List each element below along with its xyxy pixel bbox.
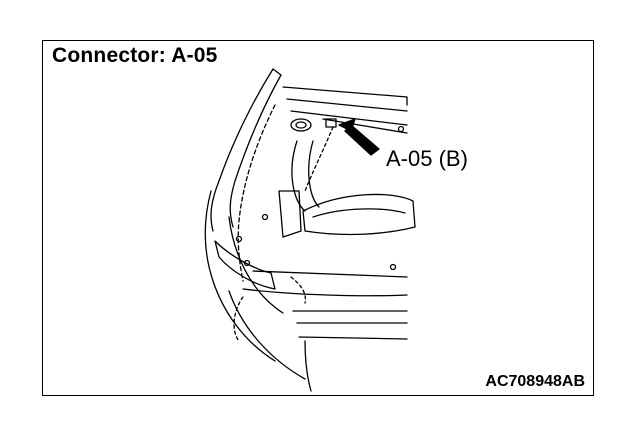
- strut-tower-inner: [295, 121, 307, 129]
- cowl-top: [282, 86, 408, 106]
- cowl-lower: [290, 110, 408, 126]
- wiring-harness-2: [304, 126, 334, 192]
- hood-rim: [272, 68, 282, 76]
- connector-a05: [325, 118, 337, 128]
- strut-tower: [290, 118, 312, 132]
- clip-2: [243, 259, 251, 267]
- wiring-harness: [237, 104, 276, 282]
- engine-cover-detail: [312, 208, 406, 218]
- hood-outline: [210, 68, 274, 232]
- diagram-frame: Connector: A-05: [42, 40, 594, 396]
- diagram-title: Connector: A-05: [52, 44, 218, 67]
- callout-arrow-shaft: [344, 124, 380, 156]
- bumper-front: [228, 290, 306, 380]
- battery-box: [278, 190, 302, 238]
- bumper-top: [242, 288, 408, 297]
- bumper-edge: [304, 340, 312, 392]
- radiator-support: [252, 270, 408, 278]
- fender-line: [204, 190, 276, 362]
- clip-1: [235, 235, 243, 243]
- engine-cover: [302, 193, 416, 236]
- fender-inner: [228, 216, 284, 314]
- intake-pipe: [291, 140, 306, 212]
- clip-5: [397, 125, 405, 133]
- bumper-harness: [233, 296, 244, 342]
- engine-bay-illustration: [204, 68, 416, 392]
- hood-inner-edge: [229, 74, 282, 228]
- headlamp: [214, 240, 276, 290]
- cowl-panel: [286, 98, 408, 112]
- cowl-edge: [322, 118, 408, 134]
- figure-code: AC708948AB: [485, 373, 585, 390]
- clip-3: [261, 213, 269, 221]
- grille-lower: [298, 336, 408, 340]
- connector-callout-label: A-05 (B): [386, 146, 468, 171]
- clip-4: [389, 263, 397, 271]
- intake-pipe-2: [308, 140, 320, 208]
- bumper-harness-2: [290, 276, 307, 304]
